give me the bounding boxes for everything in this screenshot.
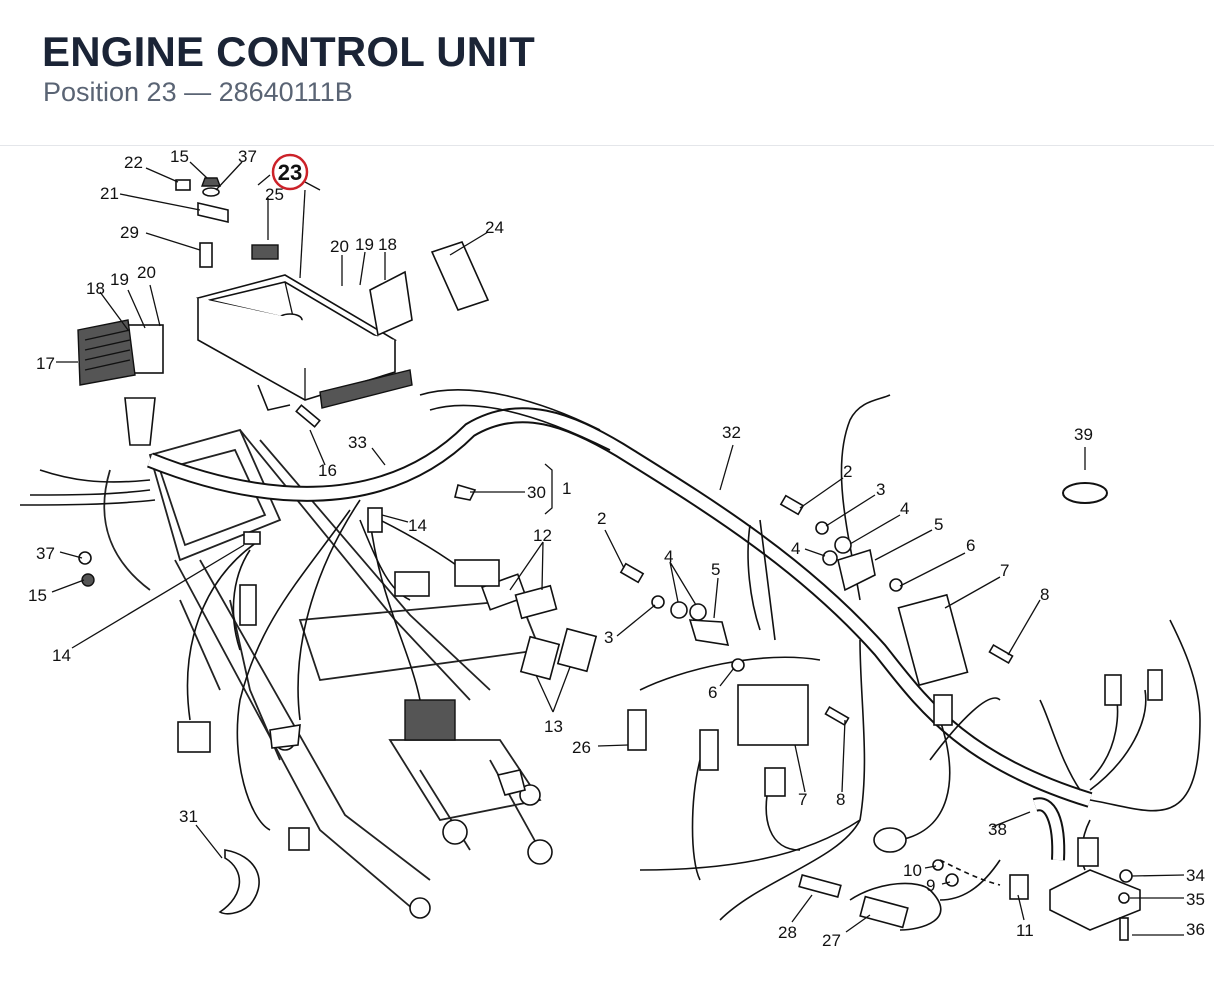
- callout-leader-lines: [51, 161, 1185, 936]
- callout-label: 35: [1186, 890, 1205, 909]
- callout-label: 14: [408, 516, 427, 535]
- callout-label: 3: [876, 480, 885, 499]
- callout-label: 8: [836, 790, 845, 809]
- callout-label: 26: [572, 738, 591, 757]
- wiring-harness: [19, 389, 1201, 931]
- fasteners-right: [78, 404, 1133, 941]
- callout-label: 7: [798, 790, 807, 809]
- mounting-hardware-top: [175, 177, 279, 268]
- callout-label: 2: [843, 462, 852, 481]
- callout-label: 13: [544, 717, 563, 736]
- callout-label: 6: [708, 683, 717, 702]
- callout-label: 33: [348, 433, 367, 452]
- callout-label: 29: [120, 223, 139, 242]
- callout-label: 32: [722, 423, 741, 442]
- callout-label: 39: [1074, 425, 1093, 444]
- connectors-and-sensors: [177, 482, 1163, 931]
- callout-label: 24: [485, 218, 504, 237]
- highlight-label: 23: [278, 160, 302, 185]
- callout-label: 3: [604, 628, 613, 647]
- callout-label: 7: [1000, 561, 1009, 580]
- callout-label: 27: [822, 931, 841, 950]
- callout-label: 21: [100, 184, 119, 203]
- callout-label: 20: [330, 237, 349, 256]
- callout-label: 11: [1016, 921, 1034, 940]
- callout-label: 14: [52, 646, 71, 665]
- callout-label: 37: [36, 544, 55, 563]
- callout-label: 15: [170, 147, 189, 166]
- callout-label: 4: [664, 547, 673, 566]
- callout-label: 2: [597, 509, 606, 528]
- callout-label: 30: [527, 483, 546, 502]
- callout-label: 19: [355, 235, 374, 254]
- page-title: ENGINE CONTROL UNIT: [42, 28, 536, 75]
- callout-label: 38: [988, 820, 1007, 839]
- callout-label: 19: [110, 270, 129, 289]
- callout-label: 25: [265, 185, 284, 204]
- engine-control-unit: [196, 274, 413, 411]
- callout-label: 20: [137, 263, 156, 282]
- callout-labels: 23 22 15 37 21 29 25 24 20 19 18 18 19 2…: [28, 147, 1205, 950]
- page-subtitle: Position 23 — 28640111B: [43, 77, 353, 107]
- ecu-brackets: [77, 241, 490, 446]
- callout-label: 31: [179, 807, 198, 826]
- callout-label: 1: [562, 479, 571, 498]
- callout-label: 4: [900, 499, 909, 518]
- callout-label: 6: [966, 536, 975, 555]
- exploded-parts-diagram: 23 22 15 37 21 29 25 24 20 19 18 18 19 2…: [0, 147, 1214, 1003]
- callout-label: 12: [533, 526, 552, 545]
- callout-label: 15: [28, 586, 47, 605]
- callout-label: 36: [1186, 920, 1205, 939]
- callout-label: 10: [903, 861, 922, 880]
- callout-label: 4: [791, 539, 800, 558]
- callout-label: 9: [926, 876, 935, 895]
- highlight-ring: [271, 153, 309, 191]
- diagram-canvas: 23 22 15 37 21 29 25 24 20 19 18 18 19 2…: [19, 147, 1205, 950]
- callout-label: 37: [238, 147, 257, 166]
- callout-label: 28: [778, 923, 797, 942]
- callout-label: 18: [378, 235, 397, 254]
- callout-label: 34: [1186, 866, 1205, 885]
- page-header: ENGINE CONTROL UNIT Position 23 — 286401…: [0, 0, 1214, 146]
- callout-label: 8: [1040, 585, 1049, 604]
- callout-label: 18: [86, 279, 105, 298]
- callout-label: 5: [934, 515, 943, 534]
- callout-label: 16: [318, 461, 337, 480]
- callout-label: 22: [124, 153, 143, 172]
- callout-label: 5: [711, 560, 720, 579]
- motorcycle-frame: [103, 428, 553, 919]
- callout-label: 17: [36, 354, 55, 373]
